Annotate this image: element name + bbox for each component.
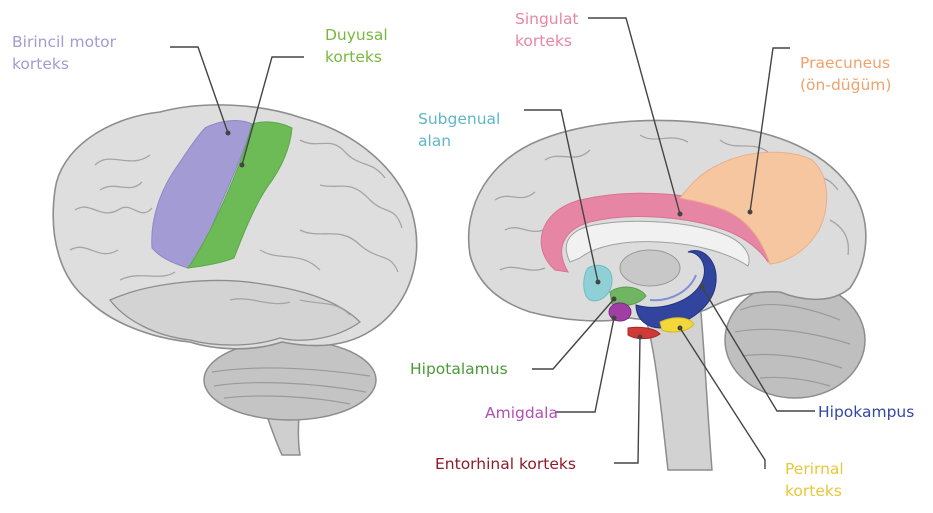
lateral-brain	[53, 105, 416, 455]
label-perirhinal-line2: korteks	[785, 480, 844, 502]
label-cingulate-cortex: Singulat korteks	[515, 8, 579, 52]
label-cingulate-line1: Singulat	[515, 8, 579, 30]
label-subgenual-line1: Subgenual	[418, 108, 500, 130]
label-primary-motor-line1: Birincil motor	[12, 31, 116, 53]
label-sensory-line2: korteks	[325, 46, 388, 68]
label-amygdala: Amigdala	[485, 402, 558, 424]
label-entorhinal-cortex: Entorhinal korteks	[435, 453, 576, 475]
label-precuneus-line1: Praecuneus	[800, 52, 891, 74]
label-hypothalamus: Hipotalamus	[410, 358, 508, 380]
label-primary-motor-line2: korteks	[12, 53, 116, 75]
label-sensory-line1: Duyusal	[325, 24, 388, 46]
label-precuneus: Praecuneus (ön-düğüm)	[800, 52, 891, 96]
label-perirhinal-line1: Perirnal	[785, 458, 844, 480]
label-subgenual-line2: alan	[418, 130, 500, 152]
label-perirhinal-cortex: Perirnal korteks	[785, 458, 844, 502]
label-cingulate-line2: korteks	[515, 30, 579, 52]
label-sensory-cortex: Duyusal korteks	[325, 24, 388, 68]
label-subgenual-area: Subgenual alan	[418, 108, 500, 152]
label-hippocampus: Hipokampus	[818, 401, 914, 423]
label-precuneus-line2: (ön-düğüm)	[800, 74, 891, 96]
label-primary-motor-cortex: Birincil motor korteks	[12, 31, 116, 75]
